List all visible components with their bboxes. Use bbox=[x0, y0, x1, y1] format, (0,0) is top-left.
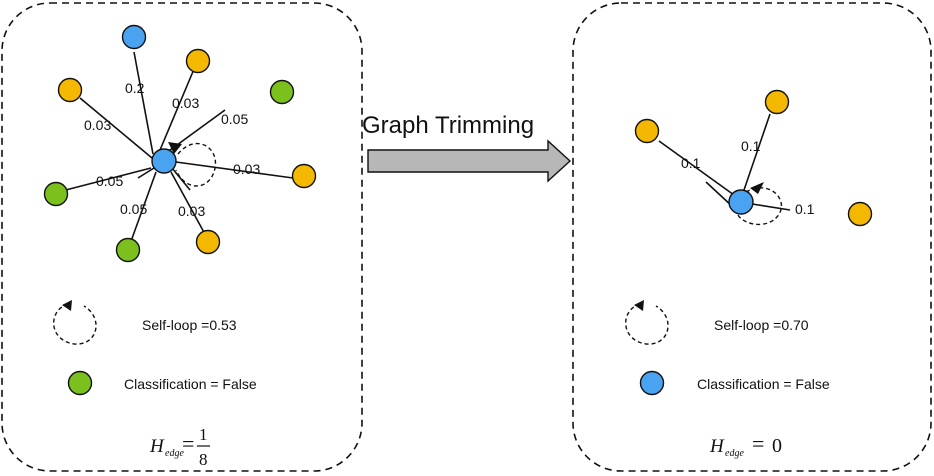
legend-node-blue bbox=[639, 370, 665, 396]
node-yellow bbox=[847, 201, 873, 227]
node-yellow bbox=[185, 48, 211, 74]
edge-label: 0.2 bbox=[125, 80, 145, 96]
edge bbox=[751, 203, 791, 211]
edge-label: 0.05 bbox=[120, 201, 147, 217]
formula-numerator: 1 bbox=[199, 425, 208, 444]
formula-h: H bbox=[709, 436, 725, 457]
formula-subscript: edge bbox=[725, 448, 744, 459]
arrow-shape bbox=[367, 139, 572, 183]
edge-label: 0.03 bbox=[178, 203, 205, 219]
edge bbox=[159, 61, 198, 151]
left-self-loop-arrowhead bbox=[168, 142, 182, 154]
right-self-loop bbox=[735, 187, 783, 226]
legend-self-loop-arrowhead bbox=[62, 300, 72, 311]
edge-label: 0.05 bbox=[96, 173, 123, 189]
edge bbox=[57, 167, 152, 193]
legend-self-loop-icon bbox=[625, 303, 669, 345]
formula-value: 0 bbox=[772, 435, 782, 457]
right-panel-frame bbox=[572, 2, 932, 472]
node-yellow bbox=[764, 89, 790, 115]
edge bbox=[171, 167, 191, 191]
formula-equals: = bbox=[752, 431, 764, 456]
node-blue bbox=[121, 24, 147, 50]
right-panel: 0.1 0.1 0.1 Self-loop =0.70 Classificati… bbox=[572, 2, 932, 472]
legend-node-green bbox=[67, 370, 93, 396]
formula-subscript: edge bbox=[165, 448, 184, 459]
node-yellow bbox=[291, 163, 317, 189]
left-panel-frame bbox=[1, 2, 363, 472]
legend-self-loop-arrowhead bbox=[634, 300, 644, 311]
edge-label: 0.1 bbox=[681, 155, 701, 171]
graph-trimming-arrow: Graph Trimming bbox=[362, 112, 572, 183]
node-center-blue bbox=[728, 189, 754, 215]
formula-denominator: 8 bbox=[199, 450, 208, 469]
edge bbox=[743, 113, 771, 191]
edge bbox=[658, 140, 735, 196]
edge-label: 0.03 bbox=[84, 117, 111, 133]
node-green bbox=[43, 181, 69, 207]
edge bbox=[129, 171, 157, 245]
edge-label: 0.05 bbox=[221, 111, 248, 127]
right-edges bbox=[658, 113, 791, 211]
formula-h: H bbox=[149, 436, 165, 457]
legend-self-loop-text: Self-loop =0.53 bbox=[142, 317, 237, 333]
edge-label: 0.1 bbox=[795, 201, 815, 217]
legend-classification-text: Classification = False bbox=[124, 376, 257, 392]
node-center-blue bbox=[151, 148, 177, 174]
node-yellow bbox=[634, 118, 660, 144]
edge-label: 0.03 bbox=[172, 95, 199, 111]
legend-self-loop-icon bbox=[53, 303, 97, 345]
left-self-loop bbox=[175, 142, 217, 187]
node-green bbox=[115, 237, 141, 263]
left-panel: 0.2 0.03 0.03 0.05 0.03 0.05 0.05 0.03 S… bbox=[1, 2, 363, 472]
edge bbox=[170, 171, 207, 237]
formula-equals: = bbox=[182, 431, 194, 456]
edge bbox=[175, 161, 294, 179]
legend-self-loop-text: Self-loop =0.70 bbox=[714, 317, 809, 333]
edge bbox=[133, 51, 154, 155]
node-yellow bbox=[57, 77, 83, 103]
right-formula: H edge = 0 bbox=[709, 431, 782, 459]
node-yellow bbox=[195, 229, 221, 255]
arrow-label: Graph Trimming bbox=[362, 112, 534, 139]
node-green bbox=[269, 79, 295, 105]
edge-label: 0.1 bbox=[741, 138, 761, 154]
left-formula: H edge = 1 8 bbox=[149, 425, 210, 469]
edge bbox=[79, 97, 153, 159]
edge bbox=[137, 167, 155, 179]
right-self-loop-arrowhead bbox=[750, 182, 764, 194]
edge-label: 0.03 bbox=[233, 161, 260, 177]
legend-classification-text: Classification = False bbox=[697, 376, 830, 392]
